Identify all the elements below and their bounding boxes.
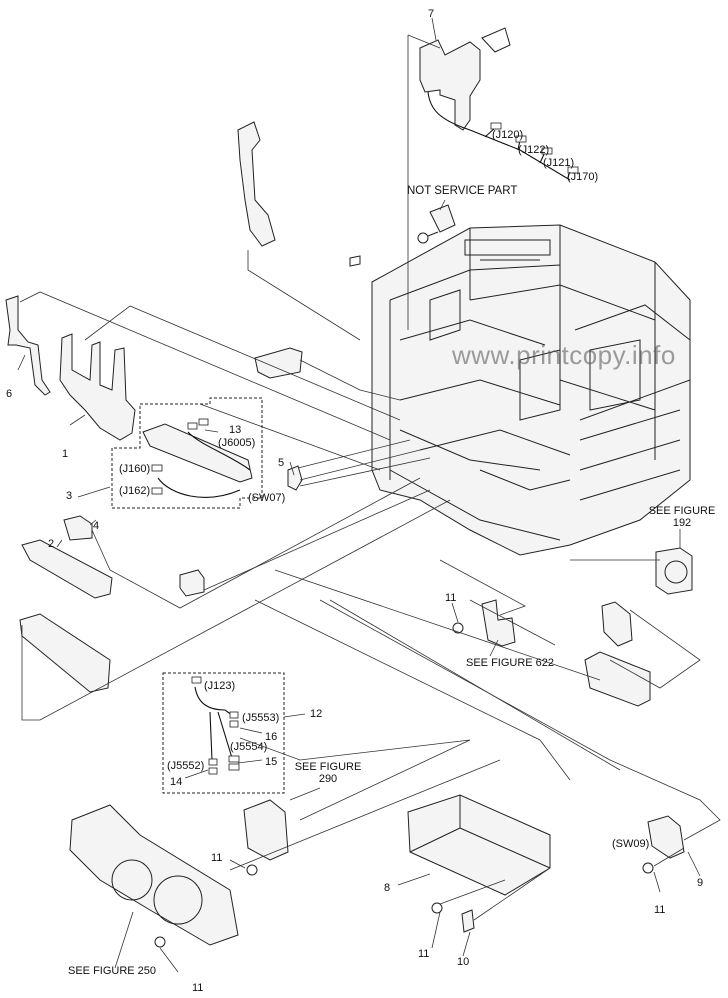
connector-j162: (J162): [119, 485, 151, 497]
note-see-figure-192-line2[interactable]: 192: [672, 517, 692, 529]
callout-5: 5: [278, 457, 285, 469]
part-5-switch: [287, 465, 303, 491]
connector-j122: (J122): [518, 144, 550, 156]
connector-sw09: (SW09): [612, 838, 650, 850]
harness-7: [419, 27, 579, 181]
figure-290-part: [243, 799, 289, 861]
connector-j123: (J123): [204, 680, 236, 692]
small-block: [179, 569, 205, 597]
note-see-figure-192-line1[interactable]: SEE FIGURE: [648, 505, 716, 517]
callout-9: 9: [697, 877, 704, 889]
callout-3: 3: [66, 490, 73, 502]
callout-12: 12: [310, 708, 323, 720]
part-12-harness: [191, 676, 240, 775]
callout-leaders: [17, 17, 701, 973]
connector-j170: (J170): [567, 171, 599, 183]
callout-2: 2: [48, 538, 55, 550]
callout-11-b: 11: [211, 852, 223, 864]
connector-j160: (J160): [119, 463, 151, 475]
part-8-box: [407, 794, 551, 896]
assembly-12-boundary: [162, 672, 285, 794]
part-13-harness-board: [142, 418, 253, 498]
small-bracket: [349, 255, 361, 267]
note-not-service-part: NOT SERVICE PART: [407, 185, 518, 197]
note-see-figure-290-line2[interactable]: 290: [318, 773, 338, 785]
callout-8: 8: [384, 882, 391, 894]
part-6-bracket: [5, 295, 51, 396]
callout-7: 7: [428, 8, 435, 20]
connector-j120: (J120): [492, 129, 524, 141]
screws-11: [154, 862, 654, 948]
part-4-and-2-rails: [19, 515, 113, 693]
explosion-lines: [19, 34, 721, 921]
connector-j5552: (J5552): [167, 760, 205, 772]
connector-j6005: (J6005): [218, 437, 256, 449]
callout-13: 13: [229, 424, 242, 436]
callout-11-d: 11: [418, 948, 430, 960]
connector-j121: (J121): [543, 157, 575, 169]
figure-192-fan: [655, 547, 693, 595]
callout-11-a: 11: [445, 592, 457, 604]
note-see-figure-250[interactable]: SEE FIGURE 250: [68, 965, 157, 977]
figure-622-assembly: [452, 599, 516, 647]
note-see-figure-622[interactable]: SEE FIGURE 622: [466, 657, 555, 669]
callout-11-c: 11: [192, 982, 204, 994]
not-service-part-bracket: [417, 204, 456, 244]
main-chassis: [371, 224, 691, 556]
connector-j5554: (J5554): [230, 741, 268, 753]
upper-harness-bracket: [237, 121, 276, 247]
rail-bracket: [254, 347, 303, 379]
callout-16: 16: [265, 731, 278, 743]
callout-10: 10: [457, 956, 470, 968]
callout-14: 14: [170, 776, 183, 788]
watermark: www.printcopy.info: [452, 340, 676, 370]
part-1-guide-assembly: [59, 333, 136, 441]
connector-j5553: (J5553): [242, 712, 280, 724]
assembly-3-boundary: [111, 397, 263, 509]
callout-11-e: 11: [654, 904, 666, 916]
callout-6: 6: [6, 388, 13, 400]
figure-250-drive-plate: [69, 804, 239, 946]
connector-sw07: (SW07): [248, 492, 286, 504]
note-see-figure-290-line1[interactable]: SEE FIGURE: [294, 761, 362, 773]
callout-1: 1: [62, 448, 69, 460]
part-9-switch: [647, 815, 685, 859]
callout-4: 4: [93, 520, 100, 532]
right-side-bracket: [584, 601, 651, 707]
callout-15: 15: [265, 756, 278, 768]
